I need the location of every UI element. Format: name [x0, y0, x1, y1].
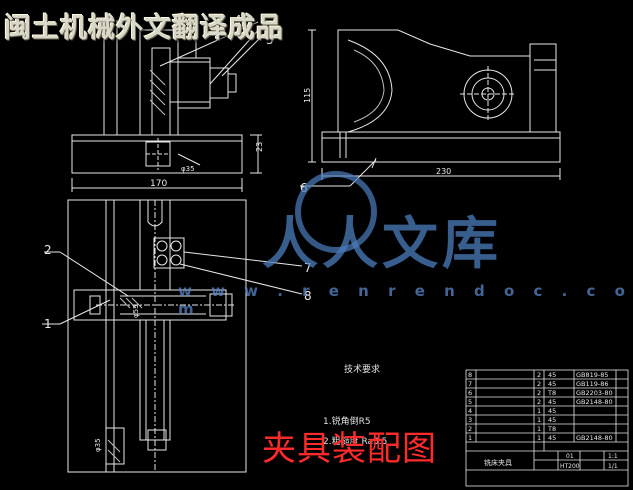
bom-cell-mat: T8: [547, 389, 556, 397]
front-view: [71, 20, 262, 192]
bom-cell-qty: 2: [537, 380, 541, 388]
bom-cell-std: GB2148-80: [576, 434, 613, 442]
technical-requirements-title: 技术要求: [344, 365, 381, 375]
bom-cell-no: 4: [468, 407, 472, 415]
dim-front-width: 170: [150, 179, 167, 189]
bom-table: [465, 369, 629, 487]
technical-note-2: 2.粗糙度 Ra3.5: [323, 437, 388, 447]
bom-cell-qty: 2: [537, 371, 541, 379]
bom-cell-no: 1: [468, 434, 472, 442]
technical-note-1: 1.锐角倒R5: [323, 417, 371, 427]
bom-cell-no: 3: [468, 416, 472, 424]
dim-side-width: 230: [436, 167, 451, 176]
balloon-2: 2: [44, 243, 52, 257]
bom-cell-qty: 1: [537, 434, 541, 442]
bom-cell-mat: 45: [548, 380, 556, 388]
dim-front-hole: φ35: [181, 165, 195, 173]
bom-title-sheets: 1/1: [608, 463, 618, 470]
bom-cell-qty: 1: [537, 416, 541, 424]
balloon-3: 3: [264, 21, 272, 35]
balloon-8: 8: [304, 289, 312, 303]
bom-cell-std: GB2148-80: [576, 398, 613, 406]
bom-cell-mat: 45: [548, 407, 556, 415]
bom-cell-no: 6: [468, 389, 472, 397]
bom-cell-no: 2: [468, 425, 472, 433]
balloon-1: 1: [44, 317, 52, 331]
bom-cell-mat: 45: [548, 398, 556, 406]
plan-view: [67, 199, 247, 473]
bom-title-scale: 1:1: [608, 453, 618, 460]
bom-cell-std: GB2203-80: [576, 389, 613, 397]
side-view: [308, 29, 561, 180]
dim-front-height: 23: [255, 142, 264, 152]
watermark-emblem: [295, 171, 377, 253]
balloon-7: 7: [304, 261, 312, 275]
watermark-url: w w w . r e n r e n d o c . c o m: [178, 282, 632, 318]
bom-cell-mat: 45: [548, 434, 556, 442]
bom-cell-mat: 45: [548, 416, 556, 424]
bom-cell-no: 7: [468, 380, 472, 388]
bom-cell-qty: 2: [537, 398, 541, 406]
dim-plan-a: φ55: [132, 304, 140, 318]
overlay-title: 闽土机械外文翻译成品: [4, 13, 284, 44]
dim-side-height: 115: [303, 88, 312, 103]
bom-cell-mat: 45: [548, 371, 556, 379]
balloon-5: 5: [266, 33, 274, 47]
bom-cell-qty: 2: [537, 389, 541, 397]
bom-title-sheet: 01: [566, 453, 574, 460]
balloon-4: 4: [234, 13, 242, 27]
leader-lines: [42, 21, 377, 325]
bom-cell-mat: T8: [547, 425, 556, 433]
bom-cell-no: 8: [468, 371, 472, 379]
bom-cell-no: 5: [468, 398, 472, 406]
dim-plan-b: φ35: [94, 438, 102, 452]
bom-cell-qty: 1: [537, 407, 541, 415]
watermark-text: 人人文库: [262, 212, 502, 277]
bom-title-material: HT200: [560, 463, 580, 470]
bom-cell-qty: 1: [537, 425, 541, 433]
bom-cell-std: GB819-85: [576, 371, 609, 379]
bom-title-name: 铣床夹具: [484, 458, 512, 467]
drawing-title: 夹具装配图: [262, 429, 437, 469]
bom-cell-std: GB119-86: [576, 380, 609, 388]
